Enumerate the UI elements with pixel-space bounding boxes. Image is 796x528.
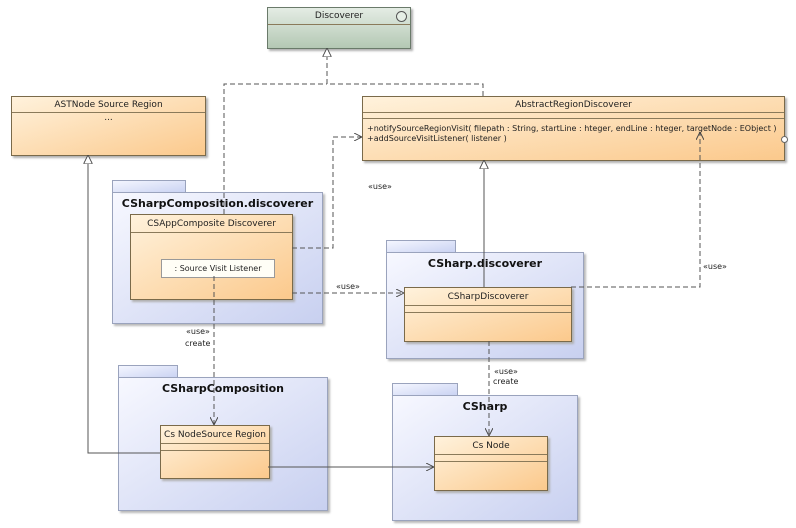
class-abstract-region-discoverer[interactable]: AbstractRegionDiscoverer +notifySourceRe… (362, 96, 788, 161)
label-use-csharpdiscoverer-abstract: «use» (703, 262, 727, 271)
class-name: CSharpDiscoverer (447, 292, 529, 302)
label-create-listener-csnodesource: create (185, 339, 211, 348)
class-separator (435, 461, 547, 462)
class-name: Cs Node (472, 441, 510, 451)
label-use-csharpdiscoverer-csnode: «use» (494, 367, 518, 376)
class-discoverer[interactable]: Discoverer (267, 7, 411, 49)
class-csharp-discoverer[interactable]: CSharpDiscoverer (404, 287, 572, 342)
label-create-csharpdiscoverer-csnode: create (493, 377, 519, 386)
package-title: CSharp (462, 400, 508, 413)
class-separator (405, 305, 571, 306)
class-astnode-source-region[interactable]: ASTNode Source Region ... (11, 96, 206, 156)
port-circle-icon (781, 136, 788, 143)
class-name: Cs NodeSource Region (164, 430, 266, 440)
class-separator (435, 454, 547, 455)
class-body-ellipsis: ... (104, 113, 113, 123)
operation-add-source-visit-listener: +addSourceVisitListener( listener ) (367, 134, 507, 143)
label-use-csapp-abstract: «use» (368, 182, 392, 191)
class-name: CSAppComposite Discoverer (147, 219, 276, 229)
class-separator (161, 450, 269, 451)
class-separator (12, 112, 205, 113)
class-csnode[interactable]: Cs Node (434, 436, 548, 491)
class-separator (405, 312, 571, 313)
package-title: CSharpComposition (161, 382, 284, 395)
package-title: CSharpComposition.discoverer (121, 197, 314, 210)
class-separator (161, 443, 269, 444)
part-source-visit-listener[interactable]: : Source Visit Listener (161, 259, 275, 278)
class-separator (131, 232, 292, 233)
interface-circle-icon (396, 11, 407, 22)
class-name: Discoverer (314, 11, 364, 21)
class-separator (363, 118, 784, 119)
label-use-csapp-csharpdiscoverer: «use» (336, 282, 360, 291)
class-separator (363, 112, 784, 113)
label-use-listener-csnodesource: «use» (186, 327, 210, 336)
class-name: AbstractRegionDiscoverer (515, 100, 632, 110)
class-name: ASTNode Source Region (54, 100, 163, 110)
class-csnode-source-region[interactable]: Cs NodeSource Region (160, 425, 270, 479)
operation-notify-source-region-visit: +notifySourceRegionVisit( filepath : Str… (367, 124, 777, 133)
realization-abstract-to-discoverer (327, 48, 484, 96)
class-separator (268, 24, 410, 25)
class-csappcomposite-discoverer[interactable]: CSAppComposite Discoverer : Source Visit… (130, 214, 293, 300)
package-title: CSharp.discoverer (427, 257, 543, 270)
